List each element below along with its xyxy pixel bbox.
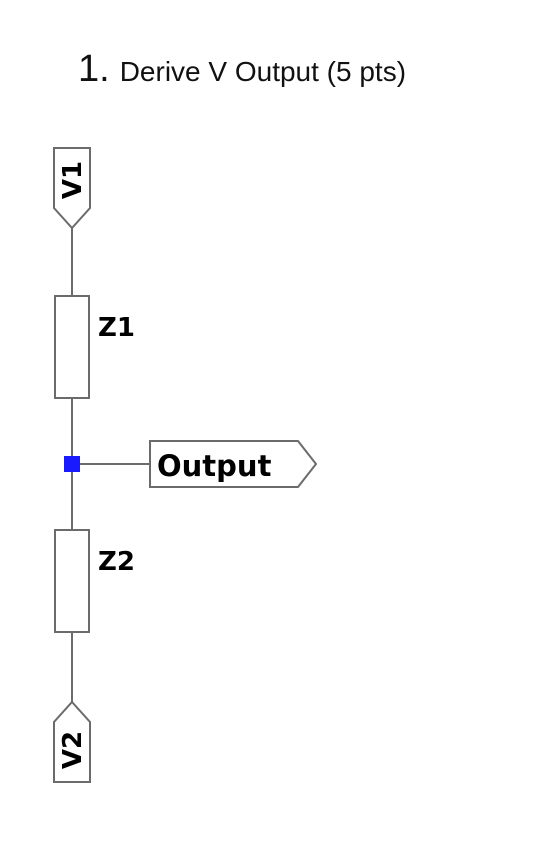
question-heading: 1. Derive V Output (5 pts) bbox=[78, 48, 406, 91]
component-z2 bbox=[54, 529, 90, 633]
component-z2-label: Z2 bbox=[98, 547, 135, 577]
question-text: Derive V Output (5 pts) bbox=[119, 56, 407, 87]
junction-node bbox=[64, 456, 80, 472]
port-output bbox=[149, 440, 318, 488]
port-v1 bbox=[53, 147, 91, 230]
question-number: 1. bbox=[78, 48, 110, 90]
port-v2-label: V2 bbox=[58, 731, 88, 769]
port-output-label: Output bbox=[157, 449, 272, 483]
component-z1 bbox=[54, 295, 90, 399]
component-z1-label: Z1 bbox=[98, 313, 135, 343]
port-v2 bbox=[53, 700, 91, 783]
port-v1-label: V1 bbox=[58, 161, 88, 199]
